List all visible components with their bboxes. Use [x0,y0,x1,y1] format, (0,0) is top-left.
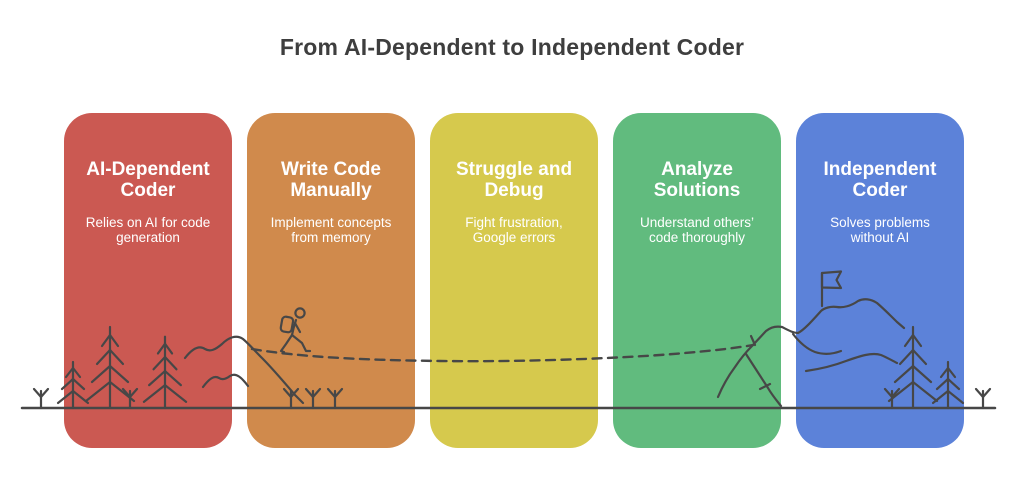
stage-description: Understand others’ code thoroughly [639,215,755,245]
stage-card-ai-dependent: AI-Dependent Coder Relies on AI for code… [64,113,232,448]
page-title: From AI-Dependent to Independent Coder [279,34,745,60]
stage-card-analyze-solutions: Analyze Solutions Understand others’ cod… [613,113,781,448]
shrub-icon [32,387,50,410]
stage-cards-row: AI-Dependent Coder Relies on AI for code… [64,113,964,448]
stage-description: Solves problems without AI [830,215,930,245]
stage-card-independent: Independent Coder Solves problems withou… [796,113,964,448]
stage-title: Independent Coder [823,159,937,201]
shrub-icon [974,387,992,410]
stage-title: Analyze Solutions [653,159,741,201]
stage-card-write-code-manually: Write Code Manually Implement concepts f… [247,113,415,448]
stage-title: Struggle and Debug [455,159,573,201]
stage-title: Write Code Manually [281,159,381,201]
stage-description: Implement concepts from memory [270,215,392,245]
stage-description: Fight frustration, Google errors [465,215,563,245]
stage-title: AI-Dependent Coder [86,159,210,201]
stage-card-struggle-debug: Struggle and Debug Fight frustration, Go… [430,113,598,448]
stage-description: Relies on AI for code generation [85,215,211,245]
